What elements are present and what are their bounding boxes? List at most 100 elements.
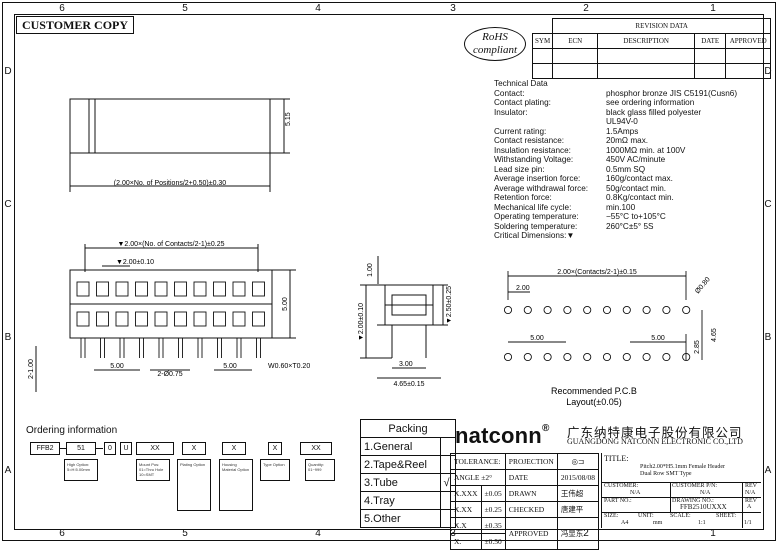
front-view-cavity-bottom [154, 311, 168, 327]
technical-data-value: 50g/contact min. [606, 183, 667, 193]
titleblock-scale-label: SCALE: [670, 513, 691, 519]
pcb-hole [583, 352, 592, 362]
front-view-cavity-top [135, 281, 148, 297]
zone-row-c-left: C [4, 199, 12, 210]
technical-data-key: Soldering temperature: [494, 221, 578, 231]
technical-data-value: −55°C to+105°C [606, 212, 666, 221]
approved-value: 冯显东 [556, 517, 599, 550]
packing-item-tape-reel: 2.Tape&Reel [360, 455, 441, 474]
technical-data-key: Average withdrawal force: [494, 183, 589, 193]
technical-data-key: Retention force: [494, 193, 552, 202]
titleblock-title-label: TITLE: [604, 454, 629, 463]
technical-data-key: Contact resistance: [494, 136, 565, 145]
technical-data-value: 0.8Kg/contact min. [606, 193, 674, 202]
technical-data-key: Contact plating: [494, 98, 551, 107]
company-reg-mark: ® [541, 423, 550, 434]
revision-table: REVISION DATA SYM ECN DESCRIPTION DATE A… [531, 18, 772, 79]
technical-data-row: Contact plating: see ordering information [494, 98, 737, 108]
titleblock-drawing-no: FFB2510UXXX [680, 503, 727, 511]
technical-data-row: Contact resistance: 20mΩ max. [494, 136, 737, 146]
technical-data-row: Critical Dimensions:▼ [494, 231, 737, 241]
zone-row-d-left: D [4, 66, 12, 77]
technical-data-value: phosphor bronze JIS C5191(Cusn6) [606, 88, 738, 98]
top-view-body [69, 98, 271, 154]
packing-item-tray: 4.Tray [360, 491, 441, 510]
dim-front-5b: 5.00 [223, 363, 237, 370]
tolerance-xxx-value: ±0.05 [480, 485, 506, 502]
packing-title: Packing [360, 419, 456, 438]
titleblock-scale: 1:1 [698, 520, 706, 526]
dim-front-overall: ▼2.00×(No. of Contacts/2-1)±0.25 [117, 241, 224, 248]
dim-pcb-pitch: 2.00 [516, 285, 530, 292]
approved-label: APPROVED [504, 517, 558, 550]
ordering-box-positions: XX [136, 442, 174, 455]
technical-data-key: Insulation resistance: [494, 145, 571, 155]
technical-data-value: 20mΩ max. [606, 136, 649, 145]
technical-data-row: Soldering temperature: 260°C±5° 5S [494, 222, 737, 232]
dim-front-pinlen: 2-1.00 [28, 359, 35, 379]
titleblock-rule-1 [601, 482, 761, 483]
pcb-hole [523, 305, 532, 315]
titleblock-part-label: PART NO.: [604, 498, 632, 504]
titleblock-title-1: Pitch2.00*H5.1mm Female Header [640, 464, 725, 470]
dim-front-5a: 5.00 [110, 363, 124, 370]
technical-data-title: Technical Data [494, 79, 548, 88]
front-view-cavity-top [232, 281, 246, 297]
tolerance-int-label: X. [450, 533, 482, 550]
dim-side-top: 1.00 [367, 263, 374, 277]
dim-pcb-5a: 5.00 [530, 335, 544, 342]
dim-side-width: ▼2.00±0.10 [358, 303, 365, 341]
technical-data-row: Contact:phosphor bronze JIS C5191(Cusn6) [494, 89, 737, 99]
technical-data-value: 450V AC/minute [606, 155, 666, 164]
technical-data-block: Technical Data Contact:phosphor bronze J… [494, 79, 737, 241]
dim-front-pitch: ▼2.00±0.10 [116, 259, 154, 266]
titleblock-vrule-1 [670, 482, 671, 512]
front-view-cavity-top [213, 281, 226, 297]
front-view-cavity-top [76, 281, 90, 297]
drawing-frame [14, 14, 764, 530]
pcb-hole [602, 352, 612, 362]
tolerance-xx-value: ±0.25 [480, 501, 506, 518]
tolerance-xx-label: X.XX [450, 501, 482, 518]
rohs-line-1: RoHS [482, 31, 508, 43]
date-label: DATE [504, 469, 558, 486]
front-view-cavity-bottom [135, 311, 148, 327]
technical-data-row: Average withdrawal force: 50g/contact min… [494, 184, 737, 194]
technical-data-row: Current rating:1.5Amps [494, 127, 737, 137]
outer-border [2, 2, 776, 541]
pcb-hole [682, 352, 691, 362]
dim-pcb-285: 2.85 [694, 340, 701, 354]
checked-value: 唐建平 [556, 501, 599, 518]
technical-data-key: Current rating: [494, 126, 547, 136]
pcb-hole [642, 352, 651, 362]
front-view-cavity-top [115, 281, 129, 297]
ordering-sub-housing: Housing Material Option [219, 459, 253, 511]
tolerance-int-value: ±0.50 [480, 533, 506, 550]
technical-data-key: Lead size pin: [494, 164, 545, 174]
technical-data-value: see ordering information [606, 98, 695, 107]
pcb-hole [503, 305, 513, 315]
technical-data-value: 260°C±5° 5S [606, 221, 654, 231]
titleblock [601, 453, 762, 528]
checked-label: CHECKED [504, 501, 558, 518]
front-view-cavity-bottom [174, 311, 187, 327]
ordering-sub-plating: Plating Option [177, 459, 211, 511]
dim-side-3: 3.00 [399, 361, 413, 368]
front-view-cavity-top [154, 281, 168, 297]
titleblock-vrule-2 [742, 482, 743, 528]
titleblock-drawing-label: DRAWING NO.: [672, 498, 714, 504]
front-view-cavity-top [193, 281, 207, 297]
technical-data-row: Mechanical life cycle:min.100 [494, 203, 737, 213]
front-view-cavity-top [252, 281, 265, 297]
dim-front-pin: W0.60×T0.20 [268, 363, 310, 370]
drawn-value: 王伟超 [556, 485, 599, 502]
packing-item-other: 5.Other [360, 509, 441, 528]
technical-data-key: Insulator: [494, 107, 528, 117]
pcb-caption-2: Layout(±0.05) [566, 397, 621, 407]
titleblock-rev-label-2: REV [745, 498, 757, 504]
ordering-box-mount: U [120, 442, 132, 455]
technical-data-row: Withstanding Voltage:450V AC/minute [494, 155, 737, 165]
pcb-hole [662, 352, 671, 362]
zone-col-1-bottom: 1 [710, 528, 716, 539]
